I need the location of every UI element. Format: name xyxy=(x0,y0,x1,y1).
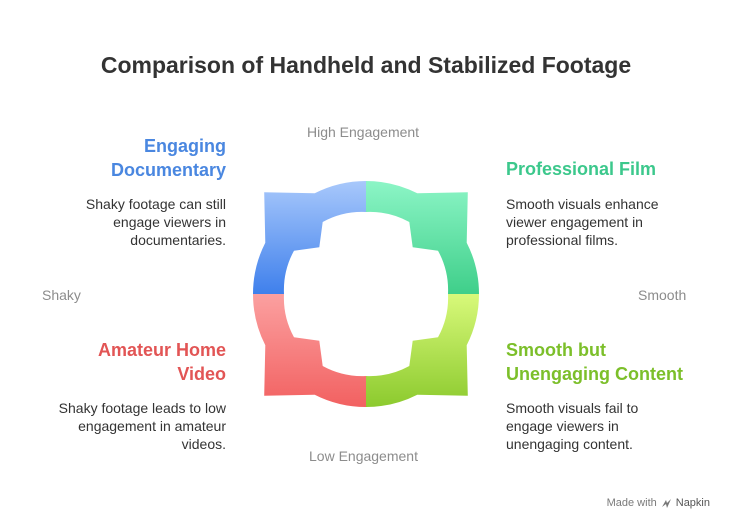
ring-segment-engaging-documentary xyxy=(253,181,366,294)
description-line: documentaries. xyxy=(130,232,226,248)
description-line: engage viewers in xyxy=(506,418,619,434)
ring-segment-professional-film xyxy=(366,180,479,294)
quadrant-title-amateur-home-video: Amateur Home Video xyxy=(98,338,226,386)
quadrant-title-line: Amateur Home xyxy=(97,340,226,360)
napkin-logo-icon xyxy=(661,498,671,508)
quadrant-description-amateur-home-video: Shaky footage leads to low engagement in… xyxy=(59,399,226,453)
quadrant-title-line: Engaging xyxy=(144,136,226,156)
axis-label-left: Shaky xyxy=(42,287,81,303)
description-line: Shaky footage leads to low xyxy=(58,400,226,416)
quadrant-title-line: Unengaging Content xyxy=(506,364,683,384)
page-title: Comparison of Handheld and Stabilized Fo… xyxy=(100,52,632,78)
axis-label-bottom: Low Engagement xyxy=(309,448,418,464)
ring-segment-smooth-unengaging xyxy=(366,294,479,407)
quadrant-title-line: Video xyxy=(177,364,226,384)
description-line: engage viewers in xyxy=(113,214,226,230)
footer: Made with Napkin xyxy=(607,497,710,509)
axis-label-top: High Engagement xyxy=(307,124,420,140)
description-line: Shaky footage can still xyxy=(85,196,226,212)
quadrant-description-smooth-but-unengaging: Smooth visuals fail to engage viewers in… xyxy=(506,399,638,453)
axis-label-right: Smooth xyxy=(638,287,687,303)
description-line: viewer engagement in xyxy=(506,214,643,230)
description-line: engagement in amateur xyxy=(78,418,226,434)
made-with-label: Made with xyxy=(606,497,657,509)
description-line: Smooth visuals fail to xyxy=(506,400,639,416)
napkin-brand-label: Napkin xyxy=(675,497,710,509)
description-line: professional films. xyxy=(506,232,619,248)
description-line: unengaging content. xyxy=(506,436,633,452)
description-line: Smooth visuals enhance xyxy=(506,196,659,212)
quadrant-title-smooth-but-unengaging: Smooth but Unengaging Content xyxy=(506,338,683,386)
quadrant-description-professional-film: Smooth visuals enhance viewer engagement… xyxy=(506,195,659,249)
quadrant-title-line: Documentary xyxy=(110,160,226,180)
quadrant-description-engaging-documentary: Shaky footage can still engage viewers i… xyxy=(86,195,226,249)
ring-segment-amateur-home-video xyxy=(253,294,366,407)
quadrant-title-line: Smooth but xyxy=(506,340,606,360)
quadrant-title-line: Professional Film xyxy=(506,159,657,179)
description-line: videos. xyxy=(181,436,226,452)
quadrant-title-engaging-documentary: Engaging Documentary xyxy=(111,134,226,182)
quadrant-title-professional-film: Professional Film xyxy=(506,157,656,181)
